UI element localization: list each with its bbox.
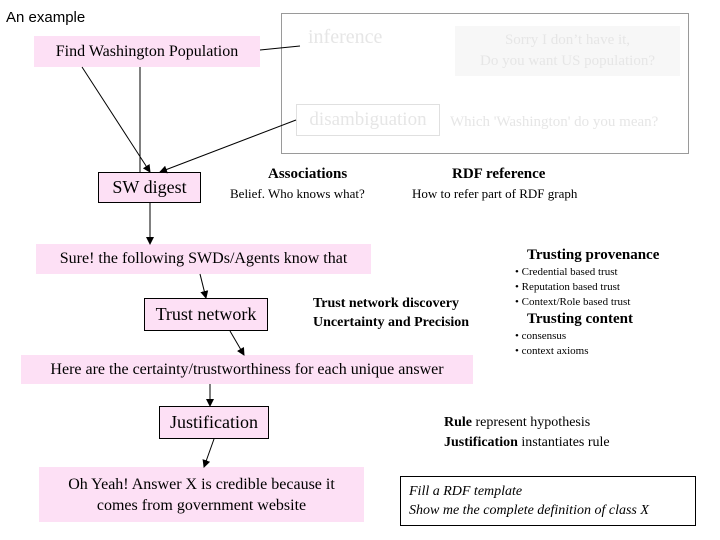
rule-note: Rule represent hypothesis Justification … — [444, 413, 610, 453]
provenance-list: Credential based trust Reputation based … — [515, 265, 631, 310]
rule-bold: Rule — [444, 415, 472, 430]
rule-line: Rule represent hypothesis — [444, 413, 610, 433]
associations-title: Associations — [268, 166, 348, 182]
justification-box: Justification — [159, 406, 269, 439]
rdf-reference-body: How to refer part of RDF graph — [412, 186, 578, 201]
certainty-box: Here are the certainty/trustworthiness f… — [21, 355, 473, 384]
sure-label: Sure! the following SWDs/Agents know tha… — [59, 250, 348, 267]
find-washington-label: Find Washington Population — [55, 42, 239, 60]
sorry-line-2: Do you want US population? — [480, 53, 655, 69]
justification-rest: instantiates rule — [517, 435, 610, 450]
oh-yeah-line-2: comes from government website — [96, 496, 307, 514]
provenance-item: Credential based trust — [515, 265, 630, 280]
trust-network-label: Trust network — [155, 304, 257, 324]
fill-rdf-line-1: Fill a RDF template — [409, 484, 523, 499]
connector-trust-to-certainty — [229, 330, 245, 356]
trusting-content-title: Trusting content — [527, 311, 633, 327]
content-list: consensus context axioms — [515, 329, 589, 359]
fill-rdf-line-2: Show me the complete definition of class… — [409, 503, 649, 518]
trusting-provenance-title: Trusting provenance — [527, 247, 660, 263]
sure-box: Sure! the following SWDs/Agents know tha… — [36, 244, 371, 274]
content-item: consensus — [515, 329, 589, 344]
oh-yeah-box: Oh Yeah! Answer X is credible because it… — [39, 467, 364, 522]
justification-bold: Justification — [444, 435, 518, 450]
sorry-line-1: Sorry I don’t have it, — [504, 32, 631, 48]
justification-line: Justification instantiates rule — [444, 433, 610, 453]
which-washington-label: Which 'Washington' do you mean? — [450, 114, 659, 130]
trust-discovery-text: Trust network discovery Uncertainty and … — [313, 294, 469, 332]
connector-disamb-to-digest — [159, 119, 297, 174]
disambiguation-label: disambiguation — [309, 109, 427, 130]
connector-sure-to-trust — [199, 273, 209, 299]
certainty-label: Here are the certainty/trustworthiness f… — [50, 360, 444, 378]
content-item: context axioms — [515, 344, 589, 359]
trust-network-box: Trust network — [144, 298, 268, 331]
connector-justification-to-ohyeah — [202, 438, 215, 468]
justification-label: Justification — [170, 412, 258, 432]
rdf-reference-title: RDF reference — [452, 166, 546, 182]
associations-body: Belief. Who knows what? — [230, 186, 365, 201]
sw-digest-label: SW digest — [112, 177, 187, 197]
sorry-box: Sorry I don’t have it, Do you want US po… — [455, 26, 680, 76]
disambiguation-box: disambiguation — [296, 104, 440, 136]
provenance-item: Reputation based trust — [515, 280, 630, 295]
connector-find-to-inference — [259, 45, 301, 51]
find-washington-box: Find Washington Population — [34, 36, 260, 67]
sw-digest-box: SW digest — [98, 172, 201, 203]
oh-yeah-line-1: Oh Yeah! Answer X is credible because it — [68, 475, 335, 493]
trust-discovery-line-1: Trust network discovery — [313, 296, 459, 311]
fill-rdf-box: Fill a RDF template Show me the complete… — [400, 476, 696, 526]
provenance-item: Context/Role based trust — [515, 295, 631, 310]
rule-rest: represent hypothesis — [472, 415, 591, 430]
faded-frame — [281, 13, 689, 154]
trust-discovery-line-2: Uncertainty and Precision — [313, 315, 470, 330]
connector-find-to-sw-digest — [81, 66, 151, 173]
page-title: An example — [6, 9, 86, 26]
inference-label: inference — [308, 26, 383, 48]
